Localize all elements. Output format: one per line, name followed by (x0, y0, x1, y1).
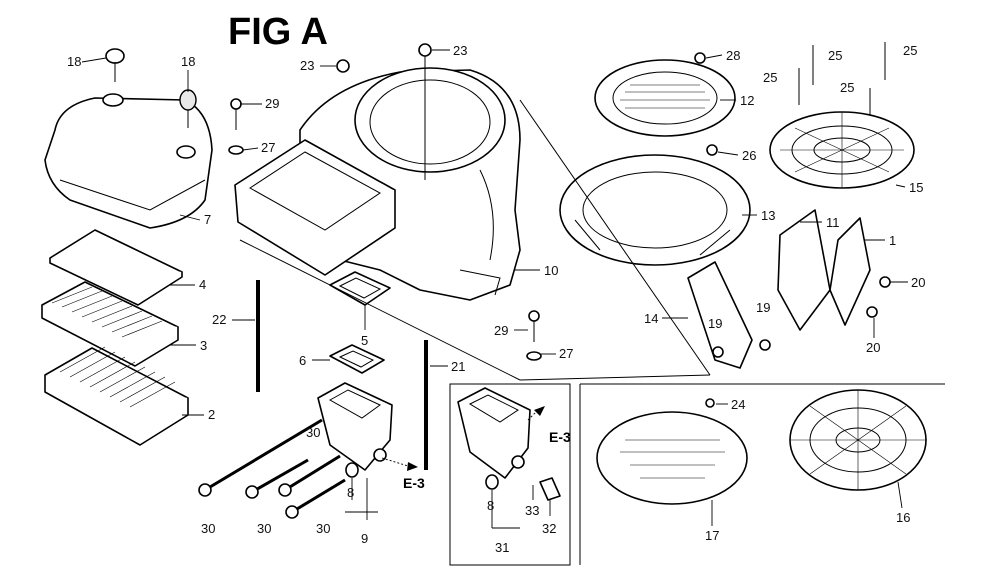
svg-text:E-3: E-3 (403, 475, 425, 491)
air-cleaner-cover (44, 93, 213, 229)
label-6: 6 (299, 353, 306, 368)
label-8b: 8 (487, 498, 494, 513)
label-12: 12 (740, 93, 754, 108)
baffle-1 (829, 217, 871, 326)
reference-e3-left: E-3 (381, 457, 425, 491)
label-16: 16 (896, 510, 910, 525)
bracket-14 (687, 261, 753, 369)
carburetor-left (317, 382, 393, 471)
nut-26 (706, 144, 718, 156)
fuel-cap-plug (539, 477, 561, 501)
label-1: 1 (889, 233, 896, 248)
screws-25 (798, 42, 886, 115)
filter-screen (41, 281, 179, 367)
label-20a: 20 (911, 275, 925, 290)
label-28: 28 (726, 48, 740, 63)
screw-24 (705, 398, 715, 408)
label-32: 32 (542, 521, 556, 536)
air-cleaner-base (234, 139, 396, 276)
carburetor-inset-frame (449, 383, 571, 566)
label-18b: 18 (181, 54, 195, 69)
label-24: 24 (731, 397, 745, 412)
screen-grid-16 (789, 389, 927, 491)
part-labels: 18 18 7 4 3 2 29 27 22 23 23 5 6 10 29 2… (67, 43, 925, 555)
baffle-11 (777, 209, 831, 331)
figure-title: FIG A (228, 11, 328, 53)
small-fasteners (228, 43, 542, 361)
wing-nut-knob-left (105, 48, 125, 82)
label-29a: 29 (265, 96, 279, 111)
label-25b: 25 (828, 48, 842, 63)
label-23b: 23 (453, 43, 467, 58)
assembly-guide-line-3 (239, 239, 521, 381)
label-25a: 25 (763, 70, 777, 85)
cover-plate-17 (596, 411, 748, 505)
label-31: 31 (495, 540, 509, 555)
label-19a: 19 (708, 316, 722, 331)
svg-text:E-3: E-3 (549, 429, 571, 445)
bolt-20b (866, 306, 878, 318)
assembly-guide-line-2 (519, 374, 711, 381)
label-17: 17 (705, 528, 719, 543)
label-29b: 29 (494, 323, 508, 338)
label-19b: 19 (756, 300, 770, 315)
engine-shroud-housing (299, 67, 521, 301)
gasket-small (329, 344, 385, 374)
label-30d: 30 (316, 521, 330, 536)
fan-cover-12 (594, 59, 736, 137)
label-30b: 30 (201, 521, 215, 536)
label-14: 14 (644, 311, 658, 326)
assembly-guide-line (519, 99, 711, 376)
bolt-19a (712, 346, 724, 358)
label-25d: 25 (903, 43, 917, 58)
reference-e3-right: E-3 (527, 406, 571, 445)
label-9: 9 (361, 531, 368, 546)
jet-plug-left (345, 462, 359, 478)
label-4: 4 (199, 277, 206, 292)
label-20b: 20 (866, 340, 880, 355)
gasket (329, 271, 391, 306)
label-11: 11 (826, 215, 840, 230)
label-15: 15 (909, 180, 923, 195)
leader-lines (81, 49, 908, 529)
screen-grid-15 (769, 111, 915, 189)
label-5: 5 (361, 333, 368, 348)
label-10: 10 (544, 263, 558, 278)
label-30a: 30 (306, 425, 320, 440)
arrow-up-right-icon (534, 406, 545, 416)
jet-plug-right (485, 474, 499, 490)
carburetor-right (457, 387, 531, 479)
label-18a: 18 (67, 54, 81, 69)
label-2: 2 (208, 407, 215, 422)
fan-shroud-13 (559, 154, 751, 266)
label-26: 26 (742, 148, 756, 163)
bolt-30-set (198, 418, 346, 519)
label-27a: 27 (261, 140, 275, 155)
bolt-19b (759, 339, 771, 351)
label-27b: 27 (559, 346, 573, 361)
bolt-20a (879, 276, 891, 288)
bolt-28 (694, 52, 706, 64)
wing-nut-knob-right (179, 89, 197, 128)
label-8a: 8 (347, 485, 354, 500)
arrow-right-icon (407, 462, 418, 471)
label-22: 22 (212, 312, 226, 327)
label-33: 33 (525, 503, 539, 518)
label-21: 21 (451, 359, 465, 374)
paper-air-filter (44, 346, 189, 446)
label-3: 3 (200, 338, 207, 353)
label-30c: 30 (257, 521, 271, 536)
label-25c: 25 (840, 80, 854, 95)
label-13: 13 (761, 208, 775, 223)
label-23a: 23 (300, 58, 314, 73)
label-7: 7 (204, 212, 211, 227)
foam-pre-filter (49, 229, 183, 306)
